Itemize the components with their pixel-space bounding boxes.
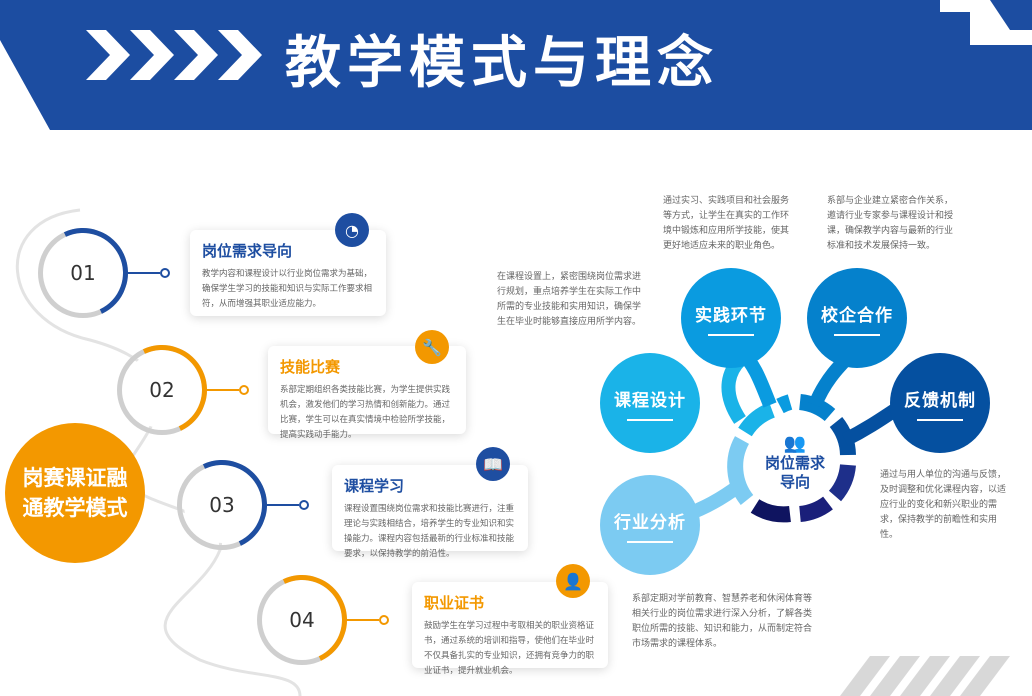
connector (347, 619, 379, 621)
step-card-02: 技能比赛系部定期组织各类技能比赛，为学生提供实践机会，激发他们的学习热情和创新能… (268, 346, 466, 440)
step-title: 技能比赛 (280, 358, 341, 376)
bubble-label: 课程设计 (614, 390, 686, 411)
chevrons-icon (86, 30, 262, 80)
footer-stripes (840, 656, 1010, 696)
bubble-desc: 系部定期对学前教育、智慧养老和休闲体育等相关行业的岗位需求进行深入分析，了解各类… (632, 594, 813, 649)
bubble-label: 反馈机制 (904, 390, 976, 411)
step-title: 职业证书 (424, 594, 485, 612)
page-title: 教学模式与理念 (285, 31, 719, 96)
step-text: 鼓励学生在学习过程中考取相关的职业资格证书，通过系统的培训和指导，使他们在毕业时… (424, 621, 595, 676)
bubble-desc: 通过与用人单位的沟通与反馈，及时调整和优化课程内容，以适应行业的变化和新兴职业的… (880, 470, 1007, 540)
header-banner (0, 0, 1032, 130)
bubble-desc: 系部与企业建立紧密合作关系，邀请行业专家参与课程设计和授课，确保教学内容与最新的… (827, 196, 954, 251)
bubble-underline (627, 418, 673, 421)
bubble-desc: 通过实习、实践项目和社会服务等方式，让学生在真实的工作环境中锻炼和应用所学技能，… (663, 196, 790, 251)
step-text: 系部定期组织各类技能比赛，为学生提供实践机会，激发他们的学习热情和创新能力。通过… (280, 385, 451, 440)
bubble-underline (708, 333, 754, 336)
bubble-course-design: 课程设计 (600, 353, 700, 453)
step-text: 课程设置围绕岗位需求和技能比赛进行，注重理论与实践相结合，培养学生的专业知识和实… (344, 504, 515, 559)
bubble-label: 校企合作 (821, 305, 893, 326)
book-icon: 📖 (476, 447, 510, 481)
step-card-04: 职业证书鼓励学生在学习过程中考取相关的职业资格证书，通过系统的培训和指导，使他们… (412, 582, 608, 676)
bubble-desc: 在课程设置上，紧密围绕岗位需求进行规划，重点培养学生在实际工作中所需的专业技能和… (497, 272, 642, 327)
bubble-label: 实践环节 (695, 305, 767, 326)
connector-dot (160, 268, 170, 278)
group-icon: 👥 (783, 433, 807, 454)
bubble-label: 行业分析 (614, 512, 686, 533)
step-number-03: 03 (164, 447, 280, 563)
step-number-01: 01 (25, 215, 141, 331)
step-title: 课程学习 (344, 477, 405, 495)
connector-dot (239, 385, 249, 395)
connector-dot (299, 500, 309, 510)
bubble-underline (834, 333, 880, 336)
connector (128, 272, 160, 274)
step-number-04: 04 (244, 562, 360, 678)
connector (207, 389, 239, 391)
bubble-underline (917, 418, 963, 421)
step-number-02: 02 (104, 332, 220, 448)
step-card-01: 岗位需求导向教学内容和课程设计以行业岗位需求为基础，确保学生学习的技能和知识与实… (190, 230, 386, 316)
step-title: 岗位需求导向 (202, 242, 293, 260)
connector (267, 504, 299, 506)
hub-title: 岗位需求导向 (764, 454, 825, 491)
bubble-feedback: 反馈机制 (890, 353, 990, 453)
bubble-industry-analysis: 行业分析 (600, 475, 700, 575)
wrench-icon: 🔧 (415, 330, 449, 364)
center-badge: 岗赛课证融通教学模式 (5, 423, 145, 563)
pie-chart-icon: ◔ (335, 213, 369, 247)
step-text: 教学内容和课程设计以行业岗位需求为基础，确保学生学习的技能和知识与实际工作要求相… (202, 269, 373, 309)
bubble-school-enterprise: 校企合作 (807, 268, 907, 368)
bubble-underline (627, 540, 673, 543)
user-icon: 👤 (556, 564, 590, 598)
connector-dot (379, 615, 389, 625)
hub-center: 👥 岗位需求导向 (755, 433, 835, 492)
bubble-practice: 实践环节 (681, 268, 781, 368)
